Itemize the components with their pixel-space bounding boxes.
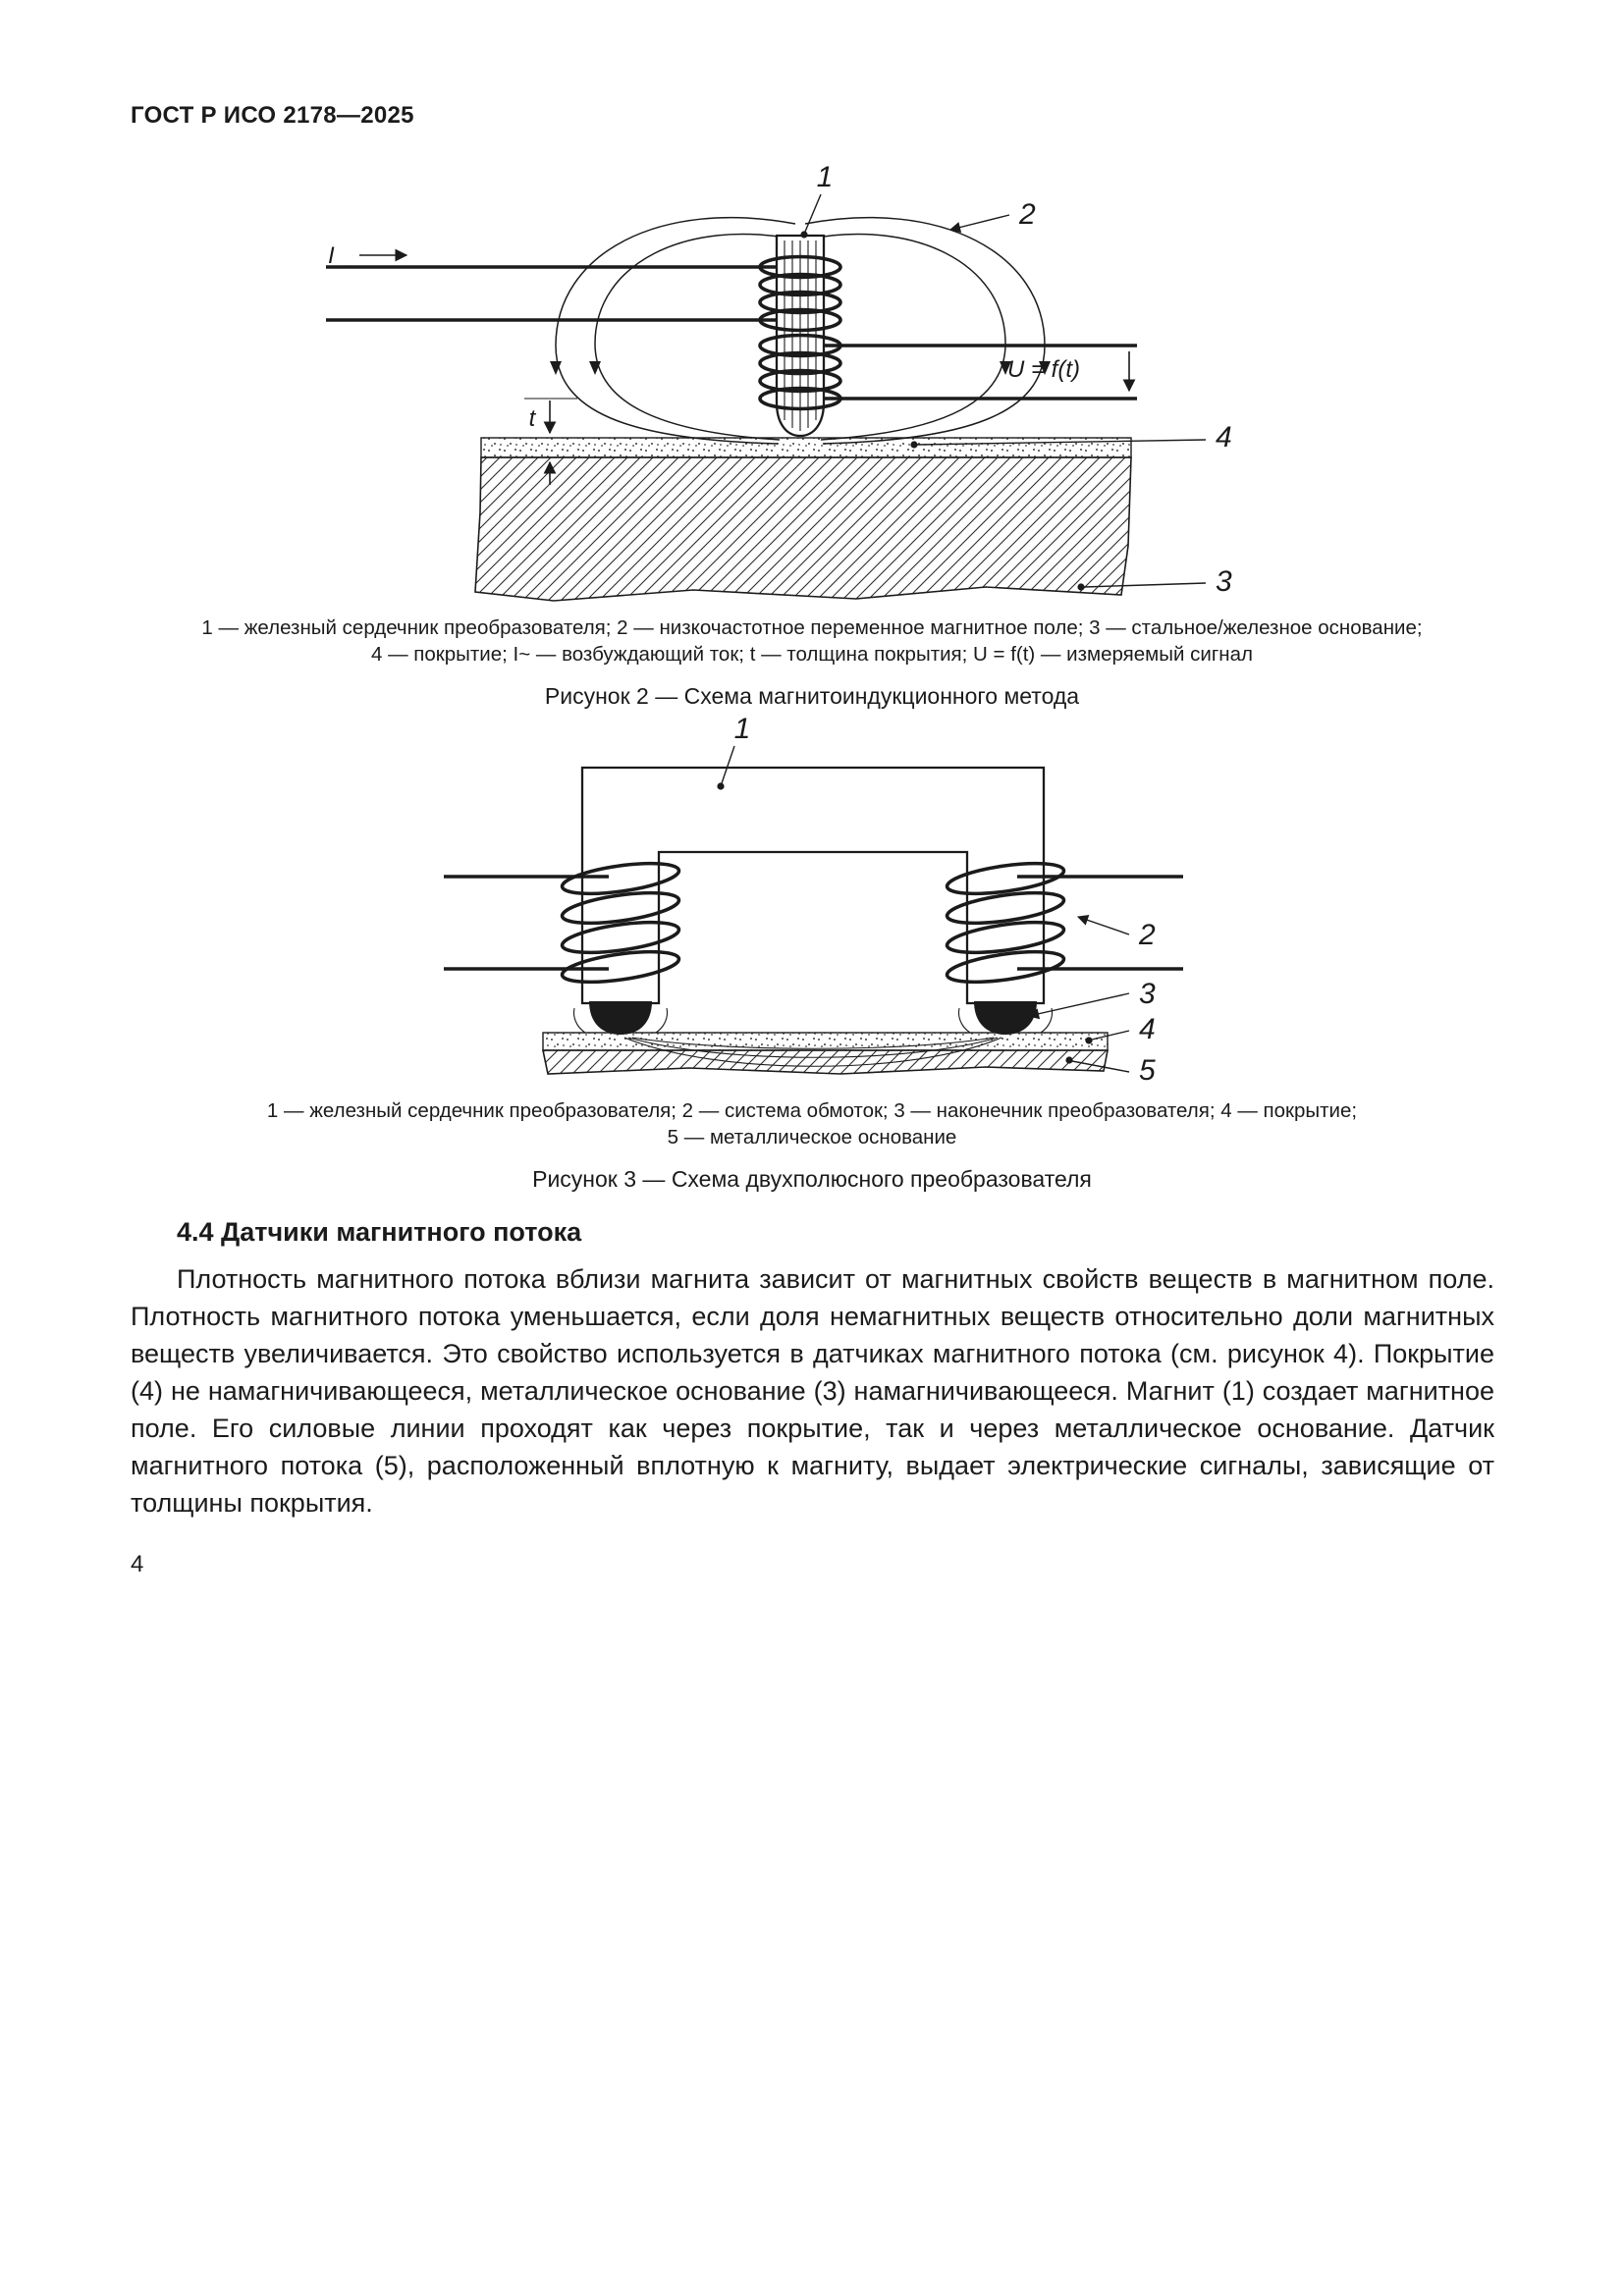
section-heading: 4.4 Датчики магнитного потока [177, 1217, 582, 1247]
figure2-label-field: 2 [1018, 198, 1036, 231]
figure2-caption: 1 — железный сердечник преобразователя; … [131, 614, 1493, 667]
figure3-title: Рисунок 3 — Схема двухполюсного преобраз… [532, 1166, 1092, 1192]
coating-layer [480, 437, 1132, 458]
running-header: ГОСТ Р ИСО 2178—2025 [131, 102, 414, 129]
figure3-label-tip: 3 [1139, 978, 1156, 1010]
page-number: 4 [131, 1551, 144, 1577]
figure3-caption-line2: 5 — металлическое основание [667, 1126, 957, 1148]
figure3-label-base: 5 [1139, 1054, 1156, 1087]
figure2-title: Рисунок 2 — Схема магнитоиндукционного м… [544, 683, 1080, 709]
signal-wires [800, 344, 1137, 400]
figure-2-drawing: 1 2 4 3 I ~ U = f(t) t [326, 161, 1232, 602]
figure3-caption-line1: 1 — железный сердечник преобразователя; … [266, 1099, 1358, 1122]
figure2-label-coating: 4 [1216, 421, 1232, 454]
figure2-label-signal: U = f(t) [1007, 356, 1080, 383]
figure3-label-core: 1 [734, 713, 751, 745]
metal-base [542, 1037, 1109, 1075]
steel-base [474, 456, 1132, 602]
figure2-caption-line1: 1 — железный сердечник преобразователя; … [201, 616, 1423, 639]
figure2-label-current-sub: ~ [343, 257, 352, 276]
figure-3-drawing: 1 2 3 4 5 [444, 713, 1183, 1087]
figure2-label-current: I [328, 242, 335, 269]
figure2-label-base: 3 [1216, 565, 1232, 598]
figure3-caption: 1 — железный сердечник преобразователя; … [131, 1097, 1493, 1150]
probe-tips [572, 1001, 1054, 1035]
figure2-caption-line2: 4 — покрытие; I~ — возбуждающий ток; t —… [371, 643, 1253, 666]
figure2-labels: 1 2 4 3 I ~ U = f(t) t [328, 161, 1232, 598]
excitation-coil [758, 254, 842, 411]
figure2-leaders [800, 193, 1207, 591]
figure3-labels: 1 2 3 4 5 [734, 713, 1156, 1087]
thickness-dimension [524, 398, 577, 485]
figure3-label-winding: 2 [1138, 919, 1156, 951]
figure3-leaders [717, 745, 1130, 1073]
figure2-label-thickness: t [529, 405, 537, 432]
excitation-wires [326, 265, 800, 322]
figure2-label-core: 1 [817, 161, 834, 193]
coating-layer [542, 1032, 1109, 1051]
winding-system [444, 861, 1183, 985]
body-paragraph: Плотность магнитного потока вблизи магни… [131, 1264, 1494, 1518]
figure3-label-coating: 4 [1139, 1013, 1156, 1045]
